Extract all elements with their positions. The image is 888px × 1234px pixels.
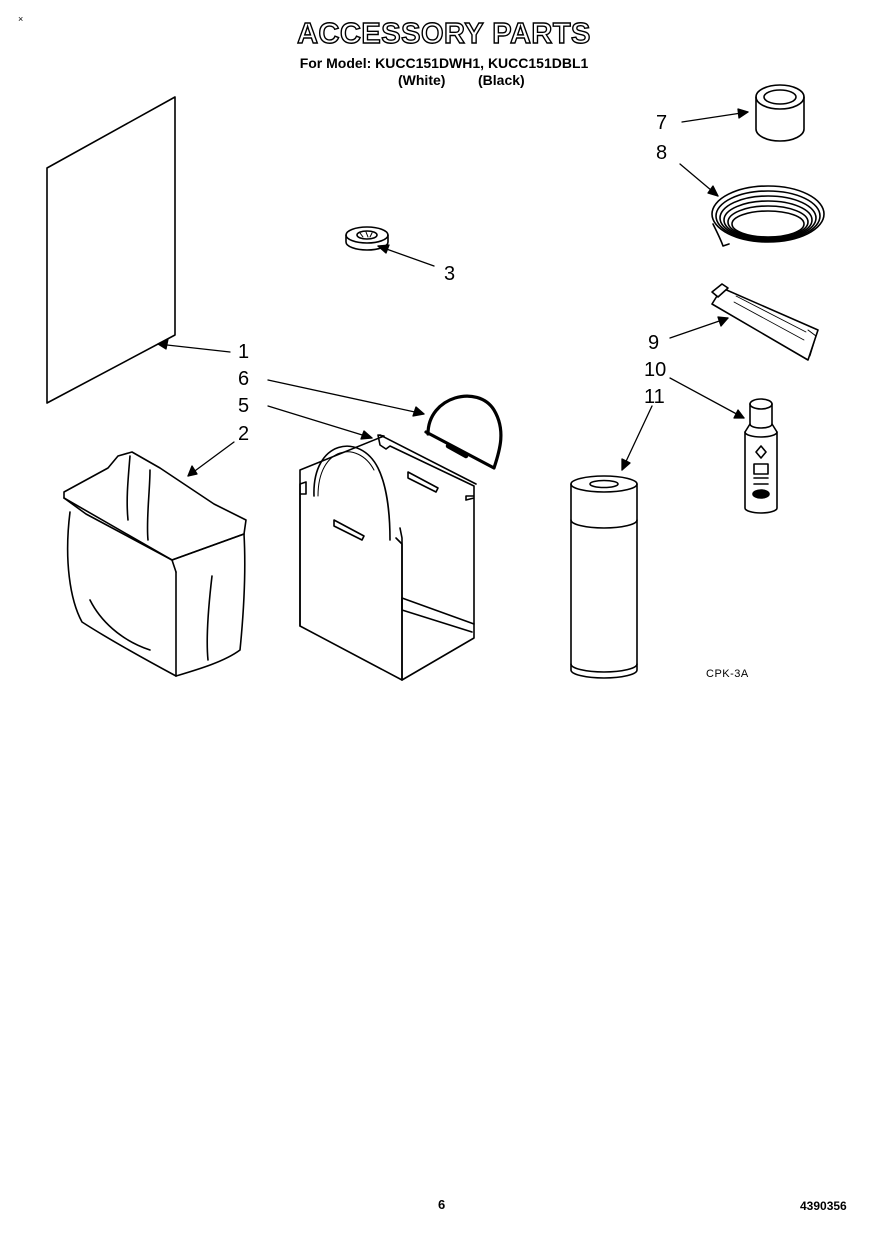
callout-11: 11 xyxy=(644,386,665,408)
part-11-spray-can xyxy=(570,475,638,679)
callout-5: 5 xyxy=(238,395,250,417)
part-8-coil xyxy=(711,185,825,247)
document-number: 4390356 xyxy=(800,1199,847,1213)
callout-7: 7 xyxy=(656,112,668,134)
part-10-paint-bottle xyxy=(744,398,778,514)
leader-lines xyxy=(157,108,749,477)
page-number: 6 xyxy=(438,1197,446,1212)
figure-code: CPK-3A xyxy=(706,668,749,680)
callout-1: 1 xyxy=(238,341,250,363)
callout-6: 6 xyxy=(238,368,250,390)
corner-mark: × xyxy=(18,14,24,24)
part-3-cap xyxy=(345,226,389,251)
callout-10: 10 xyxy=(644,359,667,381)
callout-3: 3 xyxy=(444,263,456,285)
callout-2: 2 xyxy=(238,423,250,445)
part-6-handle xyxy=(424,394,503,470)
variant-black: (Black) xyxy=(478,72,525,88)
part-9-tube xyxy=(711,283,819,361)
part-5-holder xyxy=(299,434,477,681)
part-2-bag xyxy=(63,451,247,677)
callout-8: 8 xyxy=(656,142,668,164)
part-1-sheet xyxy=(46,96,176,404)
callout-9: 9 xyxy=(648,332,660,354)
part-7-tape-roll xyxy=(755,84,805,142)
variant-white: (White) xyxy=(398,72,446,88)
page-title: ACCESSORY PARTS xyxy=(296,17,591,50)
model-line: For Model: KUCC151DWH1, KUCC151DBL1 xyxy=(299,55,589,71)
